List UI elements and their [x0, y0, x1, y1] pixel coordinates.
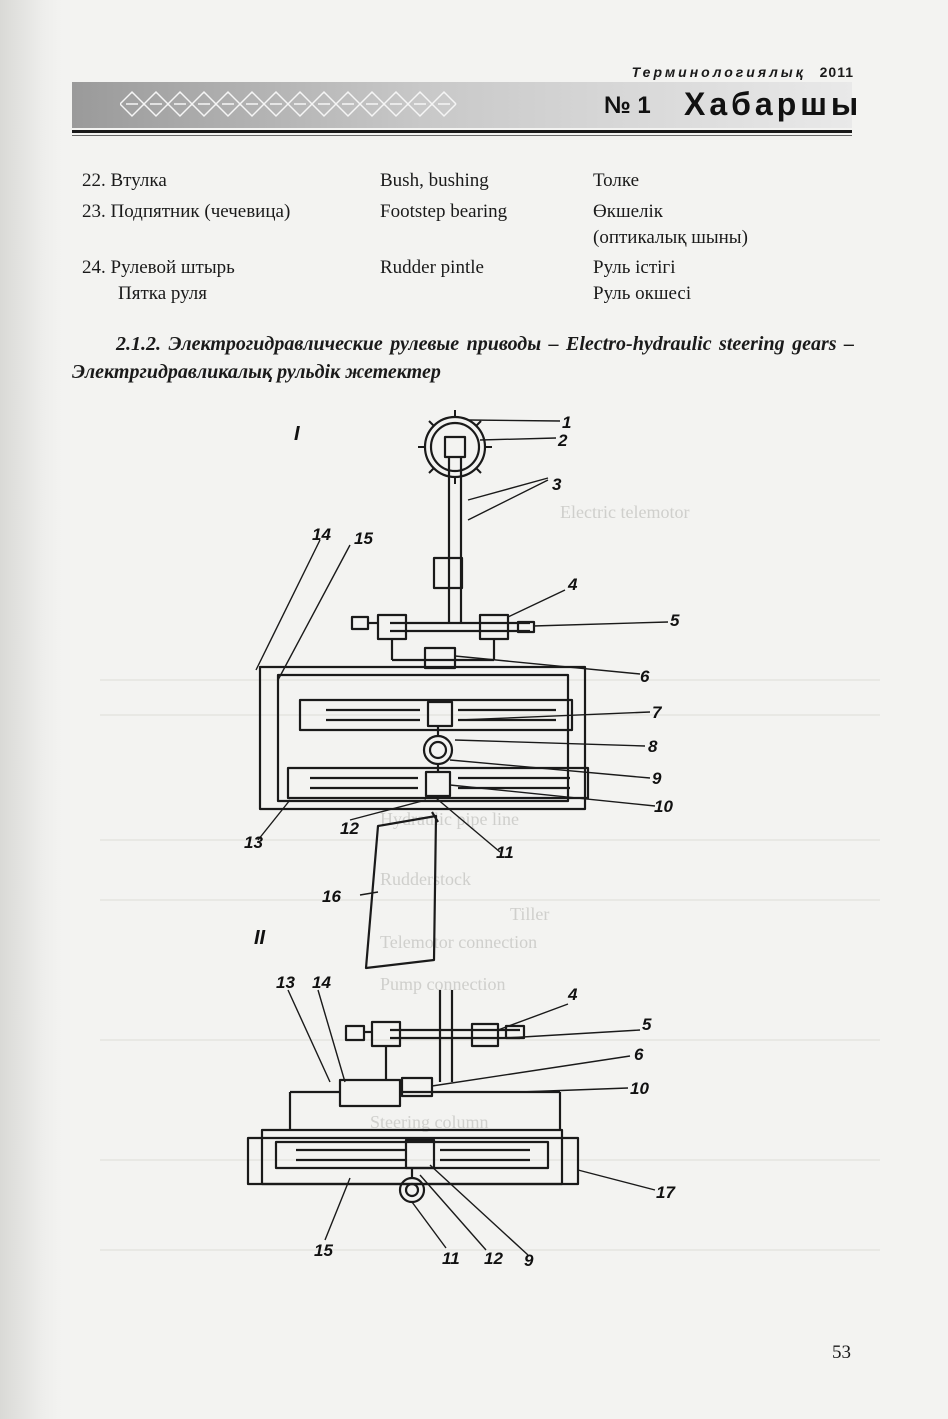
lower-cylinder	[286, 766, 590, 800]
callout-ii-4: 4	[567, 985, 578, 1004]
term-23-ru: 23. Подпятник (чечевица)	[82, 201, 291, 222]
callout-8: 8	[648, 737, 658, 756]
callout-ii-13: 13	[276, 973, 295, 992]
rudderstock-ii	[398, 1176, 426, 1204]
term-23-en: Footstep bearing	[380, 201, 508, 222]
term-22-ru: 22. Втулка	[82, 170, 167, 191]
issue-number: № 1	[604, 92, 651, 119]
callout-ii-15: 15	[314, 1241, 333, 1260]
callout-12: 12	[340, 819, 359, 838]
term-23-kz-line2: (оптикалық шыны)	[593, 227, 748, 248]
callout-14: 14	[312, 525, 331, 544]
banner-ornament	[120, 90, 457, 118]
wheel-hub	[443, 435, 467, 459]
callout-1: 1	[562, 413, 571, 432]
callout-3: 3	[552, 475, 562, 494]
callout-ii-5: 5	[642, 1015, 652, 1034]
frame-i	[258, 665, 587, 811]
callout-ii-6: 6	[634, 1045, 644, 1064]
callout-13: 13	[244, 833, 263, 852]
pump-control-right	[478, 613, 510, 641]
header-rule	[72, 130, 852, 133]
callout-6: 6	[640, 667, 650, 686]
journal-name: Терминологиялық 2011	[631, 64, 854, 80]
callout-ii-10: 10	[630, 1079, 649, 1098]
callout-ii-17: 17	[656, 1183, 676, 1202]
journal-title: Хабаршы	[684, 86, 863, 122]
callout-2: 2	[557, 431, 568, 450]
pump-control-left	[376, 613, 408, 641]
term-24-ru: 24. Рулевой штырь	[82, 257, 235, 278]
callout-15: 15	[354, 529, 373, 548]
journal-year: 2011	[819, 64, 854, 80]
rudder-blade	[364, 814, 438, 970]
section-heading: 2.1.2. Электрогидравлические рулевые при…	[72, 333, 854, 383]
callout-5: 5	[670, 611, 680, 630]
telemotor-receiver	[432, 556, 464, 590]
term-22-kz: Толке	[593, 170, 640, 191]
header-rule-thin	[72, 135, 852, 136]
callout-10: 10	[654, 797, 673, 816]
pump-control-right-ii	[470, 1022, 500, 1048]
callout-ii-12: 12	[484, 1249, 503, 1268]
term-22-en: Bush, bushing	[380, 170, 489, 191]
header-banner	[72, 82, 852, 128]
term-24-en: Rudder pintle	[380, 257, 484, 278]
callout-ii-9: 9	[524, 1251, 534, 1270]
term-24-kz-line2: Руль окшесі	[593, 283, 692, 304]
callout-11: 11	[496, 843, 514, 862]
callout-4: 4	[567, 575, 578, 594]
rudderstock	[422, 734, 454, 766]
pump-control-left-ii	[370, 1020, 402, 1048]
callout-ii-14: 14	[312, 973, 331, 992]
callout-16: 16	[322, 887, 341, 906]
fig-label-i: I	[294, 423, 300, 445]
callout-ii-11: 11	[442, 1249, 460, 1268]
callout-7: 7	[652, 703, 663, 722]
fig-label-ii: II	[254, 927, 266, 949]
callout-9: 9	[652, 769, 662, 788]
term-24-kz: Руль істігі	[593, 257, 676, 278]
term-23-kz: Өкшелік	[593, 201, 664, 222]
term-24-ru-line2: Пятка руля	[118, 283, 208, 304]
floating-lever-box	[423, 646, 457, 670]
page-number: 53	[832, 1342, 851, 1363]
page-binding-shadow	[0, 0, 62, 1419]
